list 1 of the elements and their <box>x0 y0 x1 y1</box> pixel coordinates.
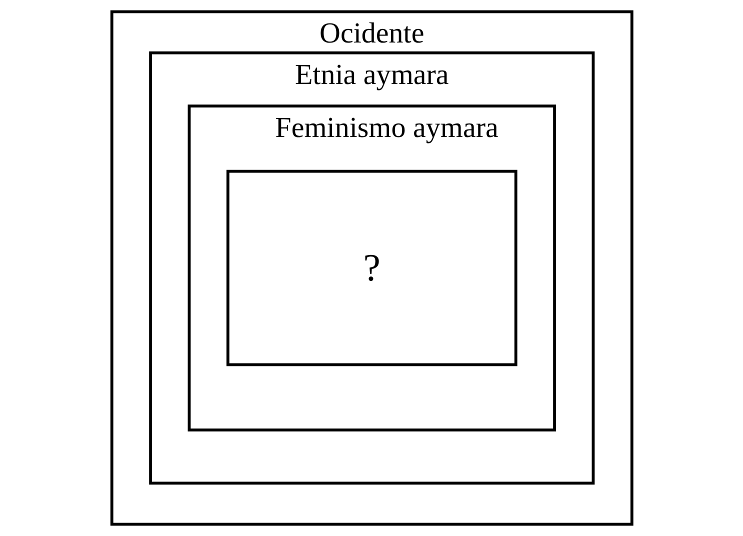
node-box: ? <box>226 170 517 366</box>
